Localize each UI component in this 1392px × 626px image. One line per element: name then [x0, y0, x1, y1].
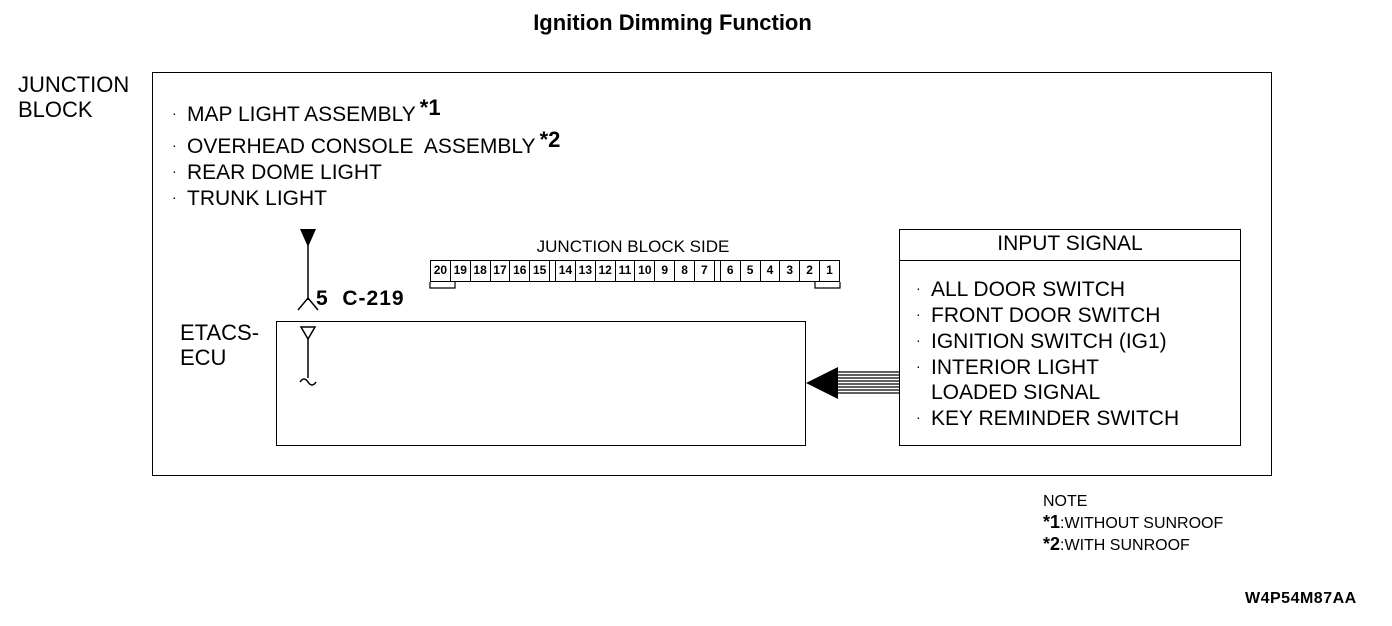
input-arrow-head	[806, 367, 838, 399]
connector-pin: 20	[431, 261, 451, 281]
connector-pin: 12	[596, 261, 616, 281]
notes: NOTE *1:WITHOUT SUNROOF *2:WITH SUNROOF	[1043, 492, 1223, 556]
output-arrow-head	[300, 229, 316, 247]
output-item: · MAP LIGHT ASSEMBLY*1	[172, 95, 560, 127]
connector-pin: 7	[695, 261, 715, 281]
bullet-icon: ·	[172, 105, 177, 121]
bullet-icon: ·	[172, 189, 177, 205]
output-item-text: MAP LIGHT ASSEMBLY	[187, 103, 416, 126]
input-signal-text: ALL DOOR SWITCH	[931, 278, 1126, 301]
connector-divider	[715, 261, 721, 281]
connector-pinout: 20 19 18 17 16 15 14 13 12 11 10 9 8 7 6…	[430, 260, 840, 282]
input-signal-item: · FRONT DOOR SWITCH	[916, 302, 1179, 328]
output-item: · REAR DOME LIGHT	[172, 159, 560, 185]
note-item: *1:WITHOUT SUNROOF	[1043, 512, 1223, 534]
connector-pin: 11	[616, 261, 636, 281]
input-bus-lines	[836, 371, 899, 394]
input-signal-text-continued: LOADED SIGNAL	[931, 381, 1101, 404]
bullet-icon: ·	[916, 280, 921, 296]
junction-block-label: JUNCTION BLOCK	[18, 72, 129, 122]
connector-pin: 5	[741, 261, 761, 281]
connector-pin: 3	[780, 261, 801, 281]
page-title: Ignition Dimming Function	[533, 10, 812, 35]
ecu-terminal-icon	[299, 326, 317, 341]
output-item-text: REAR DOME LIGHT	[187, 161, 382, 184]
ecu-label: ETACS- ECU	[180, 320, 259, 370]
connector-pin: 15	[530, 261, 551, 281]
input-signal-item: · ALL DOOR SWITCH	[916, 276, 1179, 302]
bullet-icon: ·	[916, 358, 921, 374]
notes-heading: NOTE	[1043, 493, 1088, 510]
note-mark: *2	[1043, 534, 1061, 554]
ecu-label-line1: ETACS-	[180, 320, 260, 345]
input-signal-item: · IGNITION SWITCH (IG1)	[916, 328, 1179, 354]
note-text: :WITH SUNROOF	[1060, 537, 1190, 554]
output-item-text: TRUNK LIGHT	[187, 187, 328, 210]
input-signal-text: KEY REMINDER SWITCH	[931, 407, 1180, 430]
output-item-text: OVERHEAD CONSOLE ASSEMBLY	[187, 135, 536, 158]
connector-pin: 16	[510, 261, 531, 281]
input-signal-text: IGNITION SWITCH (IG1)	[931, 330, 1167, 353]
connector-pin: 2	[800, 261, 821, 281]
junction-block-label-line1: JUNCTION	[18, 72, 130, 97]
note-mark: *1	[419, 95, 441, 120]
ecu-box	[276, 321, 806, 446]
connector-pin: 1	[826, 263, 833, 277]
connector-pin: 19	[451, 261, 471, 281]
junction-block-side-label: JUNCTION BLOCK SIDE	[536, 237, 730, 256]
connector-pin: 8	[675, 261, 695, 281]
input-signal-list: · ALL DOOR SWITCH · FRONT DOOR SWITCH · IGN…	[916, 276, 1179, 431]
connector-divider	[550, 261, 557, 281]
note-item: *2:WITH SUNROOF	[1043, 534, 1223, 556]
connector-pin: 17	[491, 261, 511, 281]
connector-pin: 14	[556, 261, 576, 281]
connector-pin: 10	[635, 261, 656, 281]
wire-break-icon	[299, 378, 317, 386]
ecu-label-line2: ECU	[180, 345, 227, 370]
bullet-icon: ·	[172, 137, 177, 153]
output-item: · TRUNK LIGHT	[172, 185, 560, 211]
connector-id: C-219	[342, 287, 405, 310]
connector-pin: 18	[471, 261, 491, 281]
input-signal-item: · INTERIOR LIGHT	[916, 354, 1179, 380]
input-signal-text: FRONT DOOR SWITCH	[931, 304, 1161, 327]
connector-pin: 4	[761, 261, 781, 281]
figure-code: W4P54M87AA	[1245, 590, 1357, 607]
note-mark: *2	[539, 127, 561, 152]
terminal-number: 5	[316, 287, 329, 310]
bullet-icon: ·	[916, 409, 921, 425]
junction-block-frame	[152, 72, 1272, 476]
input-signal-header: INPUT SIGNAL	[899, 229, 1241, 261]
connector-label: 5 C-219	[316, 287, 405, 311]
input-signal-text: INTERIOR LIGHT	[931, 356, 1100, 379]
bullet-icon: ·	[916, 306, 921, 322]
connector-pin: 13	[576, 261, 596, 281]
connector-symbol	[297, 296, 319, 311]
output-list: · MAP LIGHT ASSEMBLY*1 · OVERHEAD CONSOLE …	[172, 95, 560, 211]
connector-pin: 6	[721, 261, 741, 281]
connector-tab-left	[429, 282, 456, 289]
output-item: · OVERHEAD CONSOLE ASSEMBLY*2	[172, 127, 560, 159]
note-text: :WITHOUT SUNROOF	[1060, 515, 1224, 532]
note-mark: *1	[1043, 512, 1061, 532]
bullet-icon: ·	[172, 163, 177, 179]
bullet-icon: ·	[916, 332, 921, 348]
connector-tab-right	[814, 282, 841, 289]
junction-block-label-line2: BLOCK	[18, 97, 93, 122]
connector-pin: 9	[655, 261, 676, 281]
input-signal-item: · KEY REMINDER SWITCH	[916, 405, 1179, 431]
input-signal-box	[899, 229, 1241, 446]
